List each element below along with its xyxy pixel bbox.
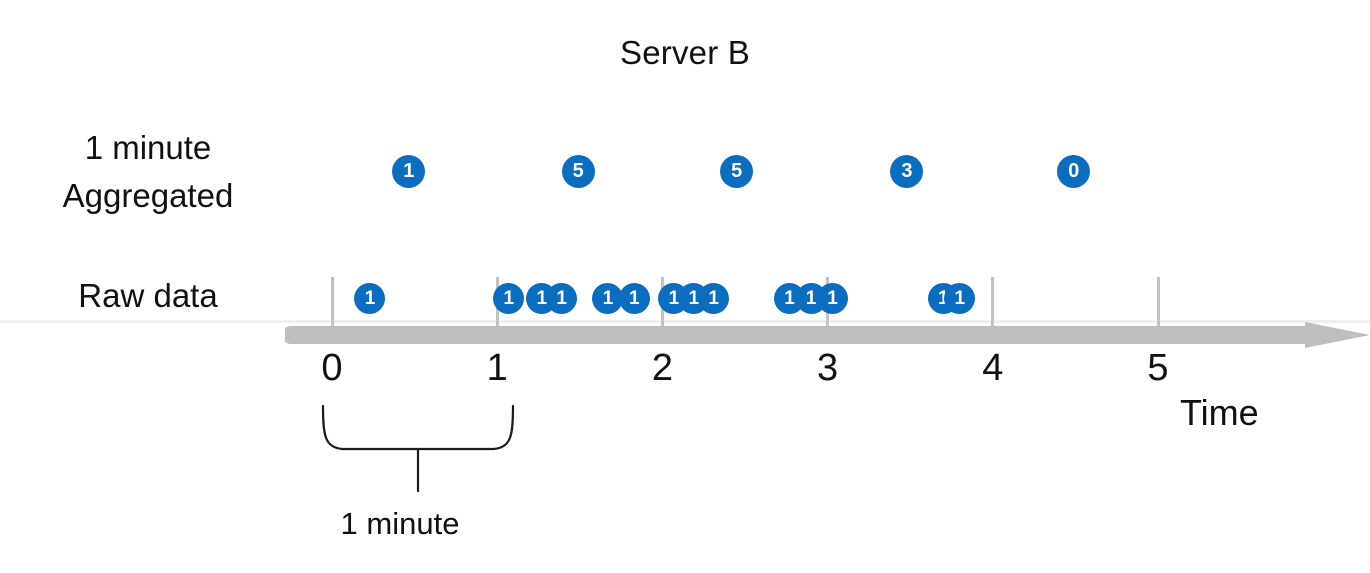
axis-tick-label-1: 1 bbox=[486, 347, 508, 389]
axis-tick-label-5: 5 bbox=[1147, 347, 1169, 389]
axis-tick-0 bbox=[330, 277, 334, 329]
raw-data-point: 1 bbox=[354, 283, 386, 314]
row-label-raw: Raw data bbox=[78, 277, 218, 314]
aggregated-data-point: 1 bbox=[392, 155, 426, 188]
raw-data-point: 1 bbox=[493, 283, 525, 314]
axis-caption-time: Time bbox=[1180, 392, 1259, 433]
aggregated-data-point: 3 bbox=[890, 155, 924, 188]
aggregated-data-point: 5 bbox=[561, 155, 595, 188]
axis-tick-4 bbox=[991, 277, 995, 329]
raw-data-point: 1 bbox=[698, 283, 730, 314]
axis-tick-label-2: 2 bbox=[651, 347, 673, 389]
raw-data-point: 1 bbox=[592, 283, 624, 314]
raw-data-point: 1 bbox=[944, 283, 976, 314]
brace-label: 1 minute bbox=[340, 506, 460, 541]
aggregated-data-point: 5 bbox=[720, 155, 754, 188]
baseline-rule bbox=[0, 320, 1370, 323]
curly-brace-icon bbox=[321, 404, 515, 493]
axis-tick-label-4: 4 bbox=[982, 347, 1004, 389]
right-arrow-icon bbox=[285, 322, 1370, 348]
row-label-aggregated: 1 minute Aggregated bbox=[62, 129, 234, 214]
time-axis-arrow bbox=[285, 322, 1370, 348]
page-title: Server B bbox=[620, 34, 750, 71]
raw-data-point: 1 bbox=[546, 283, 578, 314]
aggregated-data-point: 0 bbox=[1057, 155, 1091, 188]
axis-tick-5 bbox=[1156, 277, 1160, 329]
raw-data-point: 1 bbox=[817, 283, 849, 314]
raw-data-point: 1 bbox=[618, 283, 650, 314]
axis-tick-label-3: 3 bbox=[817, 347, 839, 389]
axis-tick-label-0: 0 bbox=[321, 347, 343, 389]
